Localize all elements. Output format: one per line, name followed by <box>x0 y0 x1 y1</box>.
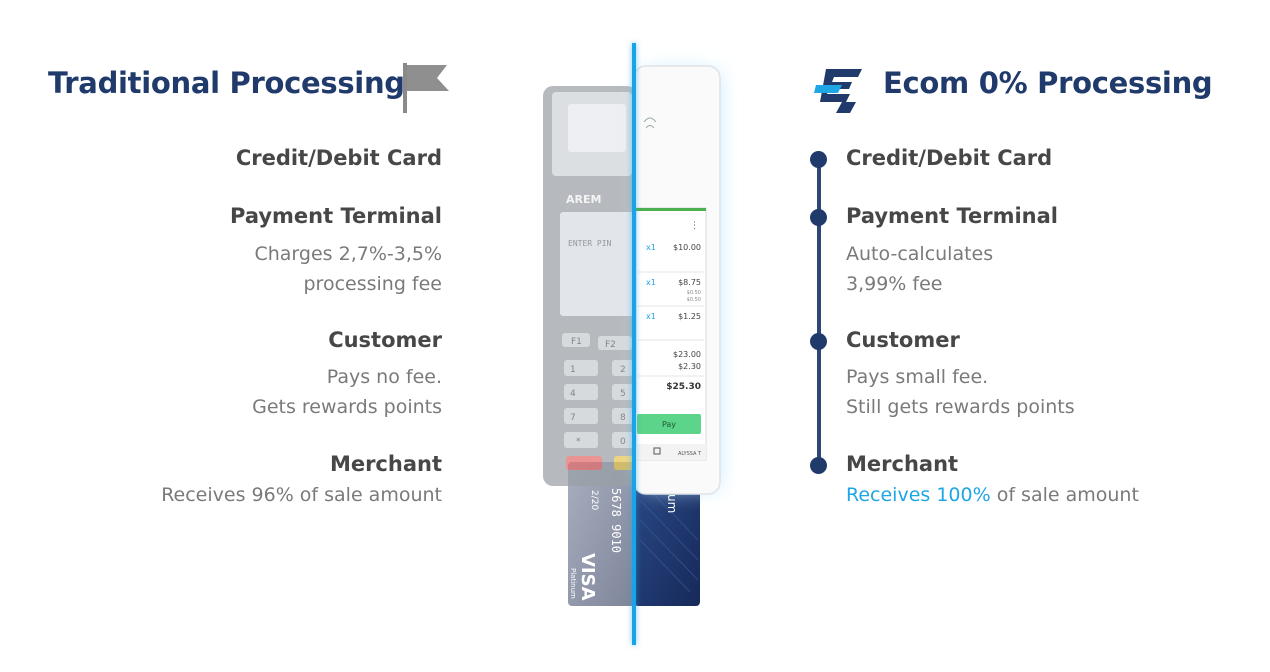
svg-text:$2.30: $2.30 <box>678 362 701 371</box>
flag-icon <box>403 63 449 113</box>
step-heading-card: Credit/Debit Card <box>235 146 442 170</box>
svg-text:$25.30: $25.30 <box>666 382 701 392</box>
step-heading-customer: Customer <box>328 328 442 352</box>
svg-text:F1: F1 <box>571 337 582 347</box>
card-right-fragment: um <box>665 494 679 513</box>
svg-text:5: 5 <box>620 389 626 399</box>
step-text: 3,99% fee <box>846 273 943 295</box>
visa-card <box>568 462 636 606</box>
timeline-dot <box>810 209 827 226</box>
svg-text:$0.50: $0.50 <box>687 290 701 296</box>
step-text: Pays small fee. <box>846 366 989 388</box>
terminal-screen-text: ENTER PIN <box>568 239 612 248</box>
svg-text:*: * <box>576 437 581 447</box>
svg-text:x1: x1 <box>646 312 656 321</box>
svg-text:F2: F2 <box>605 340 616 350</box>
card-tier: Platinum <box>569 568 577 599</box>
svg-text:$0.50: $0.50 <box>687 297 701 303</box>
svg-text:x1: x1 <box>646 278 656 287</box>
traditional-title: Traditional Processing <box>48 66 405 100</box>
pay-button <box>637 414 701 434</box>
svg-text:8: 8 <box>620 413 626 423</box>
svg-text:Pay: Pay <box>662 420 676 429</box>
card-brand: VISA <box>577 553 598 601</box>
svg-text:x1: x1 <box>646 243 656 252</box>
step-text: Still gets rewards points <box>846 396 1075 418</box>
step-text: Gets rewards points <box>252 396 442 418</box>
card-expiry: 2/20 <box>589 490 599 510</box>
timeline-dot <box>810 457 827 474</box>
svg-text:2: 2 <box>620 365 626 375</box>
svg-text:7: 7 <box>570 413 576 423</box>
svg-text:⋮: ⋮ <box>690 221 699 231</box>
step-text: processing fee <box>303 273 442 295</box>
svg-text:1: 1 <box>570 365 576 375</box>
step-heading-merchant: Merchant <box>329 452 442 476</box>
svg-text:4: 4 <box>570 389 576 399</box>
comparison-divider <box>632 43 636 645</box>
card-number: 5678 9010 <box>609 488 623 553</box>
timeline-dot <box>810 151 827 168</box>
step-text: Receives 96% of sale amount <box>161 484 442 506</box>
step-text: Pays no fee. <box>326 366 442 388</box>
ecom-logo-icon <box>814 69 862 113</box>
traditional-terminal: AREM ENTER PIN F1 F2 1 2 4 5 7 8 * 0 <box>543 86 637 486</box>
step-text: Auto-calculates <box>846 243 994 265</box>
svg-text:$10.00: $10.00 <box>673 243 701 252</box>
svg-text:$8.75: $8.75 <box>678 278 701 287</box>
merchant-accent: Receives 100% <box>846 484 991 506</box>
ecom-terminal: ⋮ x1 $10.00 x1 $8.75 $0.50 $0.50 x1 $1.2… <box>633 65 721 495</box>
merchant-text: Receives 100% of sale amount <box>846 480 1139 510</box>
svg-text:$23.00: $23.00 <box>673 350 701 359</box>
step-heading-customer: Customer <box>846 328 960 352</box>
timeline-line <box>817 158 821 466</box>
blue-card <box>634 470 700 606</box>
svg-text:0: 0 <box>620 437 626 447</box>
merchant-rest: of sale amount <box>990 484 1139 506</box>
timeline-dot <box>810 333 827 350</box>
terminal-brand: AREM <box>566 193 601 206</box>
svg-text:ALYSSA T: ALYSSA T <box>678 451 702 457</box>
ecom-title: Ecom 0% Processing <box>883 66 1213 100</box>
step-heading-terminal: Payment Terminal <box>230 204 442 228</box>
step-text: Charges 2,7%-3,5% <box>254 243 442 265</box>
step-heading-card: Credit/Debit Card <box>846 146 1053 170</box>
step-heading-terminal: Payment Terminal <box>846 204 1058 228</box>
svg-text:$1.25: $1.25 <box>678 312 701 321</box>
step-heading-merchant: Merchant <box>846 452 959 476</box>
